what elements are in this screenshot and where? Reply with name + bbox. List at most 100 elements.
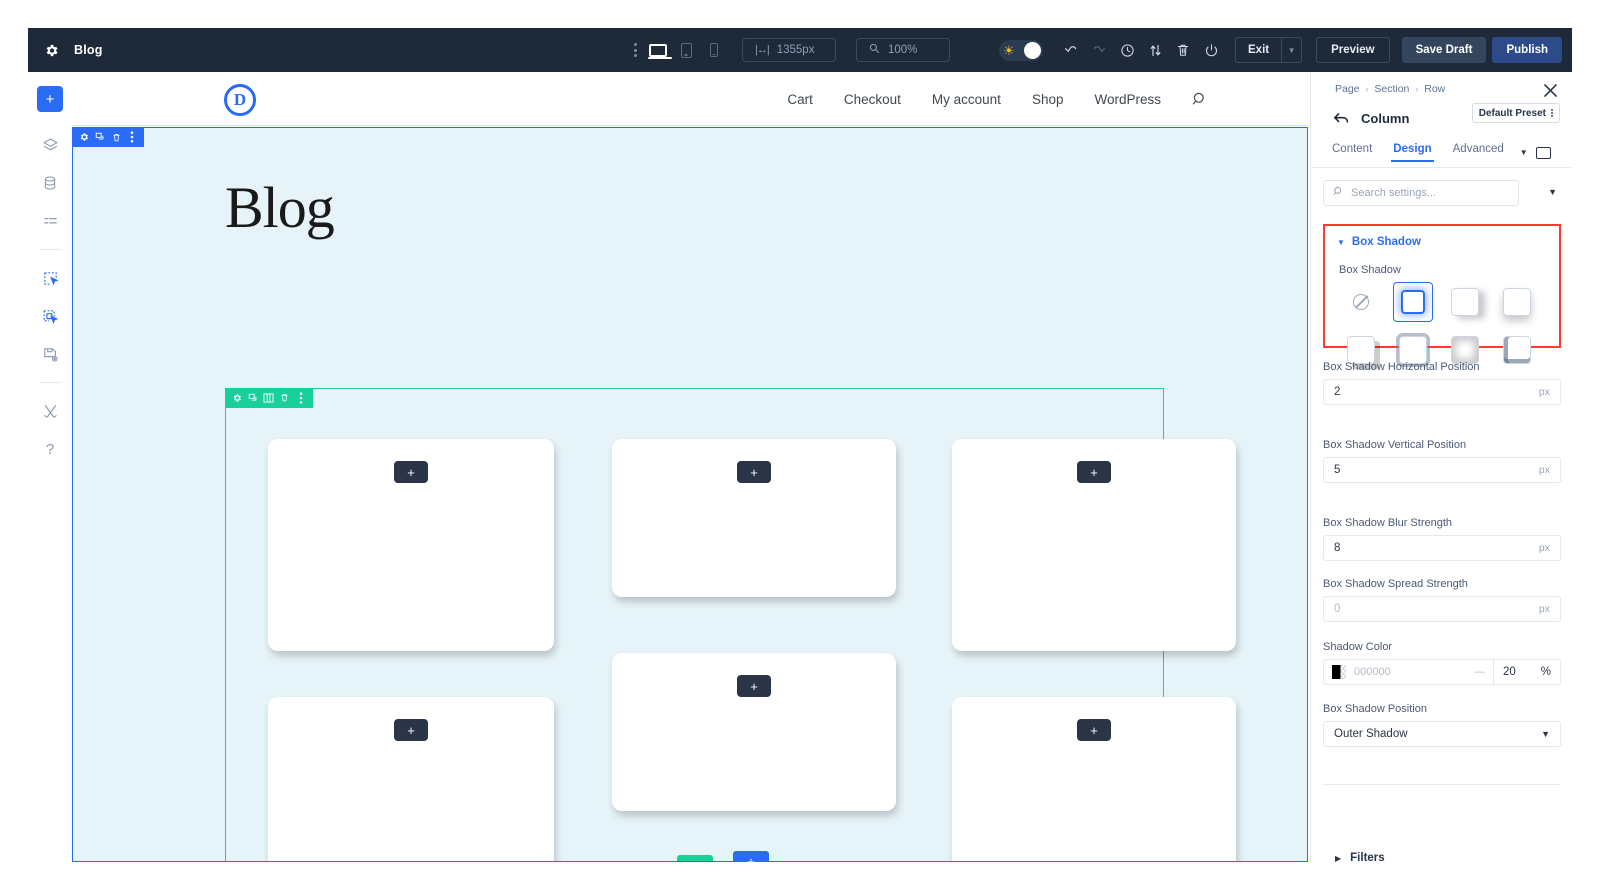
- tab-advanced[interactable]: Advanced: [1452, 143, 1504, 155]
- shadow-opacity-value: 20: [1503, 666, 1516, 678]
- box-shadow-toggle[interactable]: ▼ Box Shadow: [1337, 236, 1421, 248]
- box-shadow-presets: [1335, 278, 1553, 374]
- filter-caret-icon[interactable]: ▼: [1548, 187, 1557, 197]
- filters-section-toggle[interactable]: ▶ Filters: [1335, 852, 1385, 862]
- save-disk-icon[interactable]: [35, 339, 65, 369]
- phone-icon[interactable]: [701, 35, 727, 65]
- box-shadow-option-2[interactable]: [1439, 278, 1491, 326]
- panel-tabs: Content Design Advanced ▼: [1311, 138, 1572, 168]
- box-shadow-option-none[interactable]: [1335, 278, 1387, 326]
- box-shadow-option-3[interactable]: [1491, 278, 1543, 326]
- blog-card[interactable]: +: [612, 439, 896, 597]
- add-row-button[interactable]: +: [676, 855, 713, 862]
- tab-content[interactable]: Content: [1332, 143, 1373, 155]
- box-shadow-section: ▼ Box Shadow Box Shadow: [1323, 224, 1561, 364]
- chevron-down-icon[interactable]: ▼: [1282, 37, 1303, 63]
- box-shadow-option-5[interactable]: [1387, 326, 1439, 374]
- blog-card[interactable]: +: [952, 697, 1236, 862]
- undo-icon[interactable]: [1057, 35, 1085, 65]
- trash-icon[interactable]: [277, 388, 293, 408]
- nav-item-checkout[interactable]: Checkout: [843, 91, 901, 107]
- add-module-button[interactable]: +: [1077, 719, 1111, 741]
- gear-icon[interactable]: [76, 127, 92, 147]
- help-icon[interactable]: ?: [45, 440, 55, 458]
- add-module-button[interactable]: +: [394, 719, 428, 741]
- chevron-down-icon: ▼: [1541, 729, 1550, 739]
- zoom-field[interactable]: 100%: [856, 38, 950, 62]
- nav-item-shop[interactable]: Shop: [1031, 91, 1064, 107]
- duplicate-icon[interactable]: [245, 388, 261, 408]
- gear-icon[interactable]: [28, 43, 74, 58]
- search-icon[interactable]: [1192, 91, 1208, 107]
- box-shadow-option-6[interactable]: [1439, 326, 1491, 374]
- nav-item-wordpress[interactable]: WordPress: [1094, 91, 1161, 107]
- exit-button[interactable]: Exit: [1235, 37, 1283, 63]
- gear-icon[interactable]: [229, 388, 245, 408]
- database-icon[interactable]: [35, 168, 65, 198]
- monitor-icon[interactable]: [645, 35, 672, 65]
- save-draft-button[interactable]: Save Draft: [1401, 37, 1487, 63]
- add-module-button[interactable]: +: [737, 461, 771, 483]
- add-module-button[interactable]: +: [394, 461, 428, 483]
- breadcrumb-page[interactable]: Page: [1335, 83, 1360, 95]
- responsive-box-icon[interactable]: [1535, 146, 1551, 159]
- add-section-button[interactable]: +: [733, 851, 769, 862]
- top-toolbar: Blog |↔| 1355px 100% ☀: [28, 28, 1572, 72]
- breadcrumb-row[interactable]: Row: [1424, 83, 1446, 95]
- vertical-dots-icon[interactable]: [124, 127, 140, 147]
- box-shadow-option-4[interactable]: [1335, 326, 1387, 374]
- multi-select-icon[interactable]: [35, 301, 65, 331]
- trash-icon[interactable]: [108, 127, 124, 147]
- select-element-icon[interactable]: [35, 263, 65, 293]
- tablet-icon[interactable]: [673, 35, 699, 65]
- add-element-button[interactable]: +: [37, 86, 63, 112]
- redo-icon[interactable]: [1085, 35, 1113, 65]
- add-module-button[interactable]: +: [737, 675, 771, 697]
- page-section[interactable]: Blog: [72, 127, 1308, 862]
- box-shadow-horizontal-input[interactable]: 2 px: [1323, 379, 1561, 405]
- up-down-arrows-icon[interactable]: [1141, 35, 1169, 65]
- nav-item-my-account[interactable]: My account: [931, 91, 1001, 107]
- tab-design[interactable]: Design: [1391, 143, 1434, 162]
- box-shadow-position-select[interactable]: Outer Shadow ▼: [1323, 721, 1561, 747]
- color-swatch-icon[interactable]: [1332, 665, 1346, 679]
- tools-icon[interactable]: [35, 396, 65, 426]
- columns-icon[interactable]: [261, 388, 277, 408]
- preview-button[interactable]: Preview: [1316, 37, 1390, 63]
- preset-selector[interactable]: Default Preset: [1471, 103, 1560, 123]
- box-shadow-blur-input[interactable]: 8 px: [1323, 535, 1561, 561]
- blog-card[interactable]: +: [268, 697, 554, 862]
- canvas-width-field[interactable]: |↔| 1355px: [742, 38, 836, 62]
- duplicate-icon[interactable]: [92, 127, 108, 147]
- blog-card[interactable]: +: [952, 439, 1236, 651]
- page-title: Blog: [74, 43, 103, 57]
- triangle-right-icon: ▶: [1335, 853, 1342, 863]
- layers-icon[interactable]: [35, 130, 65, 160]
- vertical-dots-icon[interactable]: [293, 388, 309, 408]
- close-icon[interactable]: [1540, 80, 1560, 100]
- box-shadow-option-1[interactable]: [1387, 278, 1439, 326]
- clock-icon[interactable]: [1113, 35, 1141, 65]
- box-shadow-spread-input[interactable]: 0 px: [1323, 596, 1561, 622]
- chevron-down-icon[interactable]: ▼: [1519, 148, 1528, 157]
- blog-card[interactable]: +: [268, 439, 554, 651]
- vertical-dots-icon[interactable]: [626, 39, 644, 61]
- list-icon[interactable]: [35, 206, 65, 236]
- add-module-button[interactable]: +: [1077, 461, 1111, 483]
- shadow-opacity-input[interactable]: 20 %: [1493, 659, 1561, 685]
- blog-card[interactable]: +: [612, 653, 896, 811]
- search-settings-input[interactable]: Search settings...: [1323, 180, 1519, 206]
- back-arrow-icon[interactable]: [1334, 112, 1349, 125]
- box-shadow-vertical-input[interactable]: 5 px: [1323, 457, 1561, 483]
- row-container[interactable]: + + + + + + +: [224, 387, 1236, 862]
- sun-toggle-icon[interactable]: ☀: [999, 39, 1043, 61]
- selected-value: Outer Shadow: [1334, 728, 1408, 740]
- nav-item-cart[interactable]: Cart: [787, 91, 813, 107]
- power-icon[interactable]: [1197, 35, 1225, 65]
- trash-icon[interactable]: [1169, 35, 1197, 65]
- topbar-center-controls: |↔| 1355px 100%: [626, 28, 950, 72]
- publish-button[interactable]: Publish: [1492, 37, 1562, 63]
- shadow-color-input[interactable]: 000000 —: [1323, 659, 1493, 685]
- breadcrumb-section[interactable]: Section: [1374, 83, 1410, 95]
- box-shadow-option-7[interactable]: [1491, 326, 1543, 374]
